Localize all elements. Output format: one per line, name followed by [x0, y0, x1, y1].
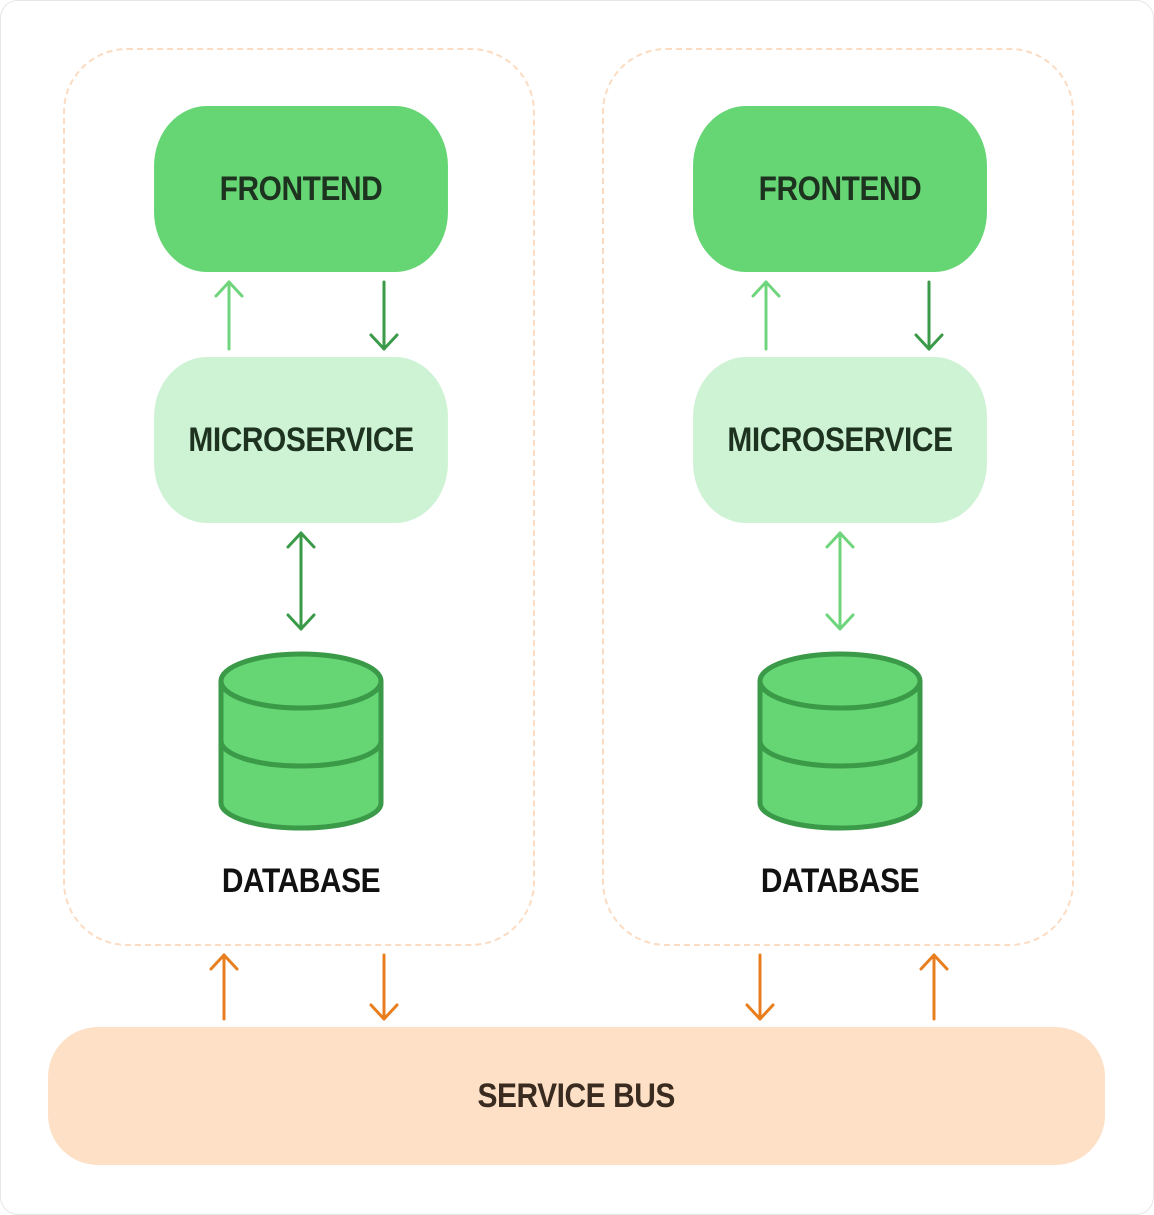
arrow-down-right-group-to-bus: [745, 953, 775, 1021]
database-icon-right: [757, 651, 923, 831]
database-icon-left: [218, 651, 384, 831]
service-group-right: [602, 48, 1074, 946]
frontend-label-right: FRONTEND: [758, 169, 922, 208]
database-label-left: DATABASE: [221, 862, 381, 900]
arrow-bidirectional-micro-db-right: [825, 531, 855, 631]
frontend-box-right: FRONTEND: [693, 106, 987, 272]
microservice-box-right: MICROSERVICE: [693, 357, 987, 523]
microservice-label-right: MICROSERVICE: [727, 420, 953, 459]
arrow-down-left-group-to-bus: [369, 953, 399, 1021]
microservice-box-left: MICROSERVICE: [154, 357, 448, 523]
frontend-label-left: FRONTEND: [219, 169, 383, 208]
service-bus: SERVICE BUS: [48, 1027, 1105, 1165]
microservice-label-left: MICROSERVICE: [188, 420, 414, 459]
arrow-up-micro-to-frontend-right: [751, 280, 781, 351]
service-group-left: [63, 48, 535, 946]
arrow-down-frontend-to-micro-left: [369, 280, 399, 351]
arrow-up-bus-to-right-group: [919, 953, 949, 1021]
frontend-box-left: FRONTEND: [154, 106, 448, 272]
arrow-up-bus-to-left-group: [209, 953, 239, 1021]
arrow-down-frontend-to-micro-right: [914, 280, 944, 351]
service-bus-label: SERVICE BUS: [477, 1076, 676, 1115]
arrow-bidirectional-micro-db-left: [286, 531, 316, 631]
arrow-up-micro-to-frontend-left: [214, 280, 244, 351]
database-label-right: DATABASE: [760, 862, 920, 900]
